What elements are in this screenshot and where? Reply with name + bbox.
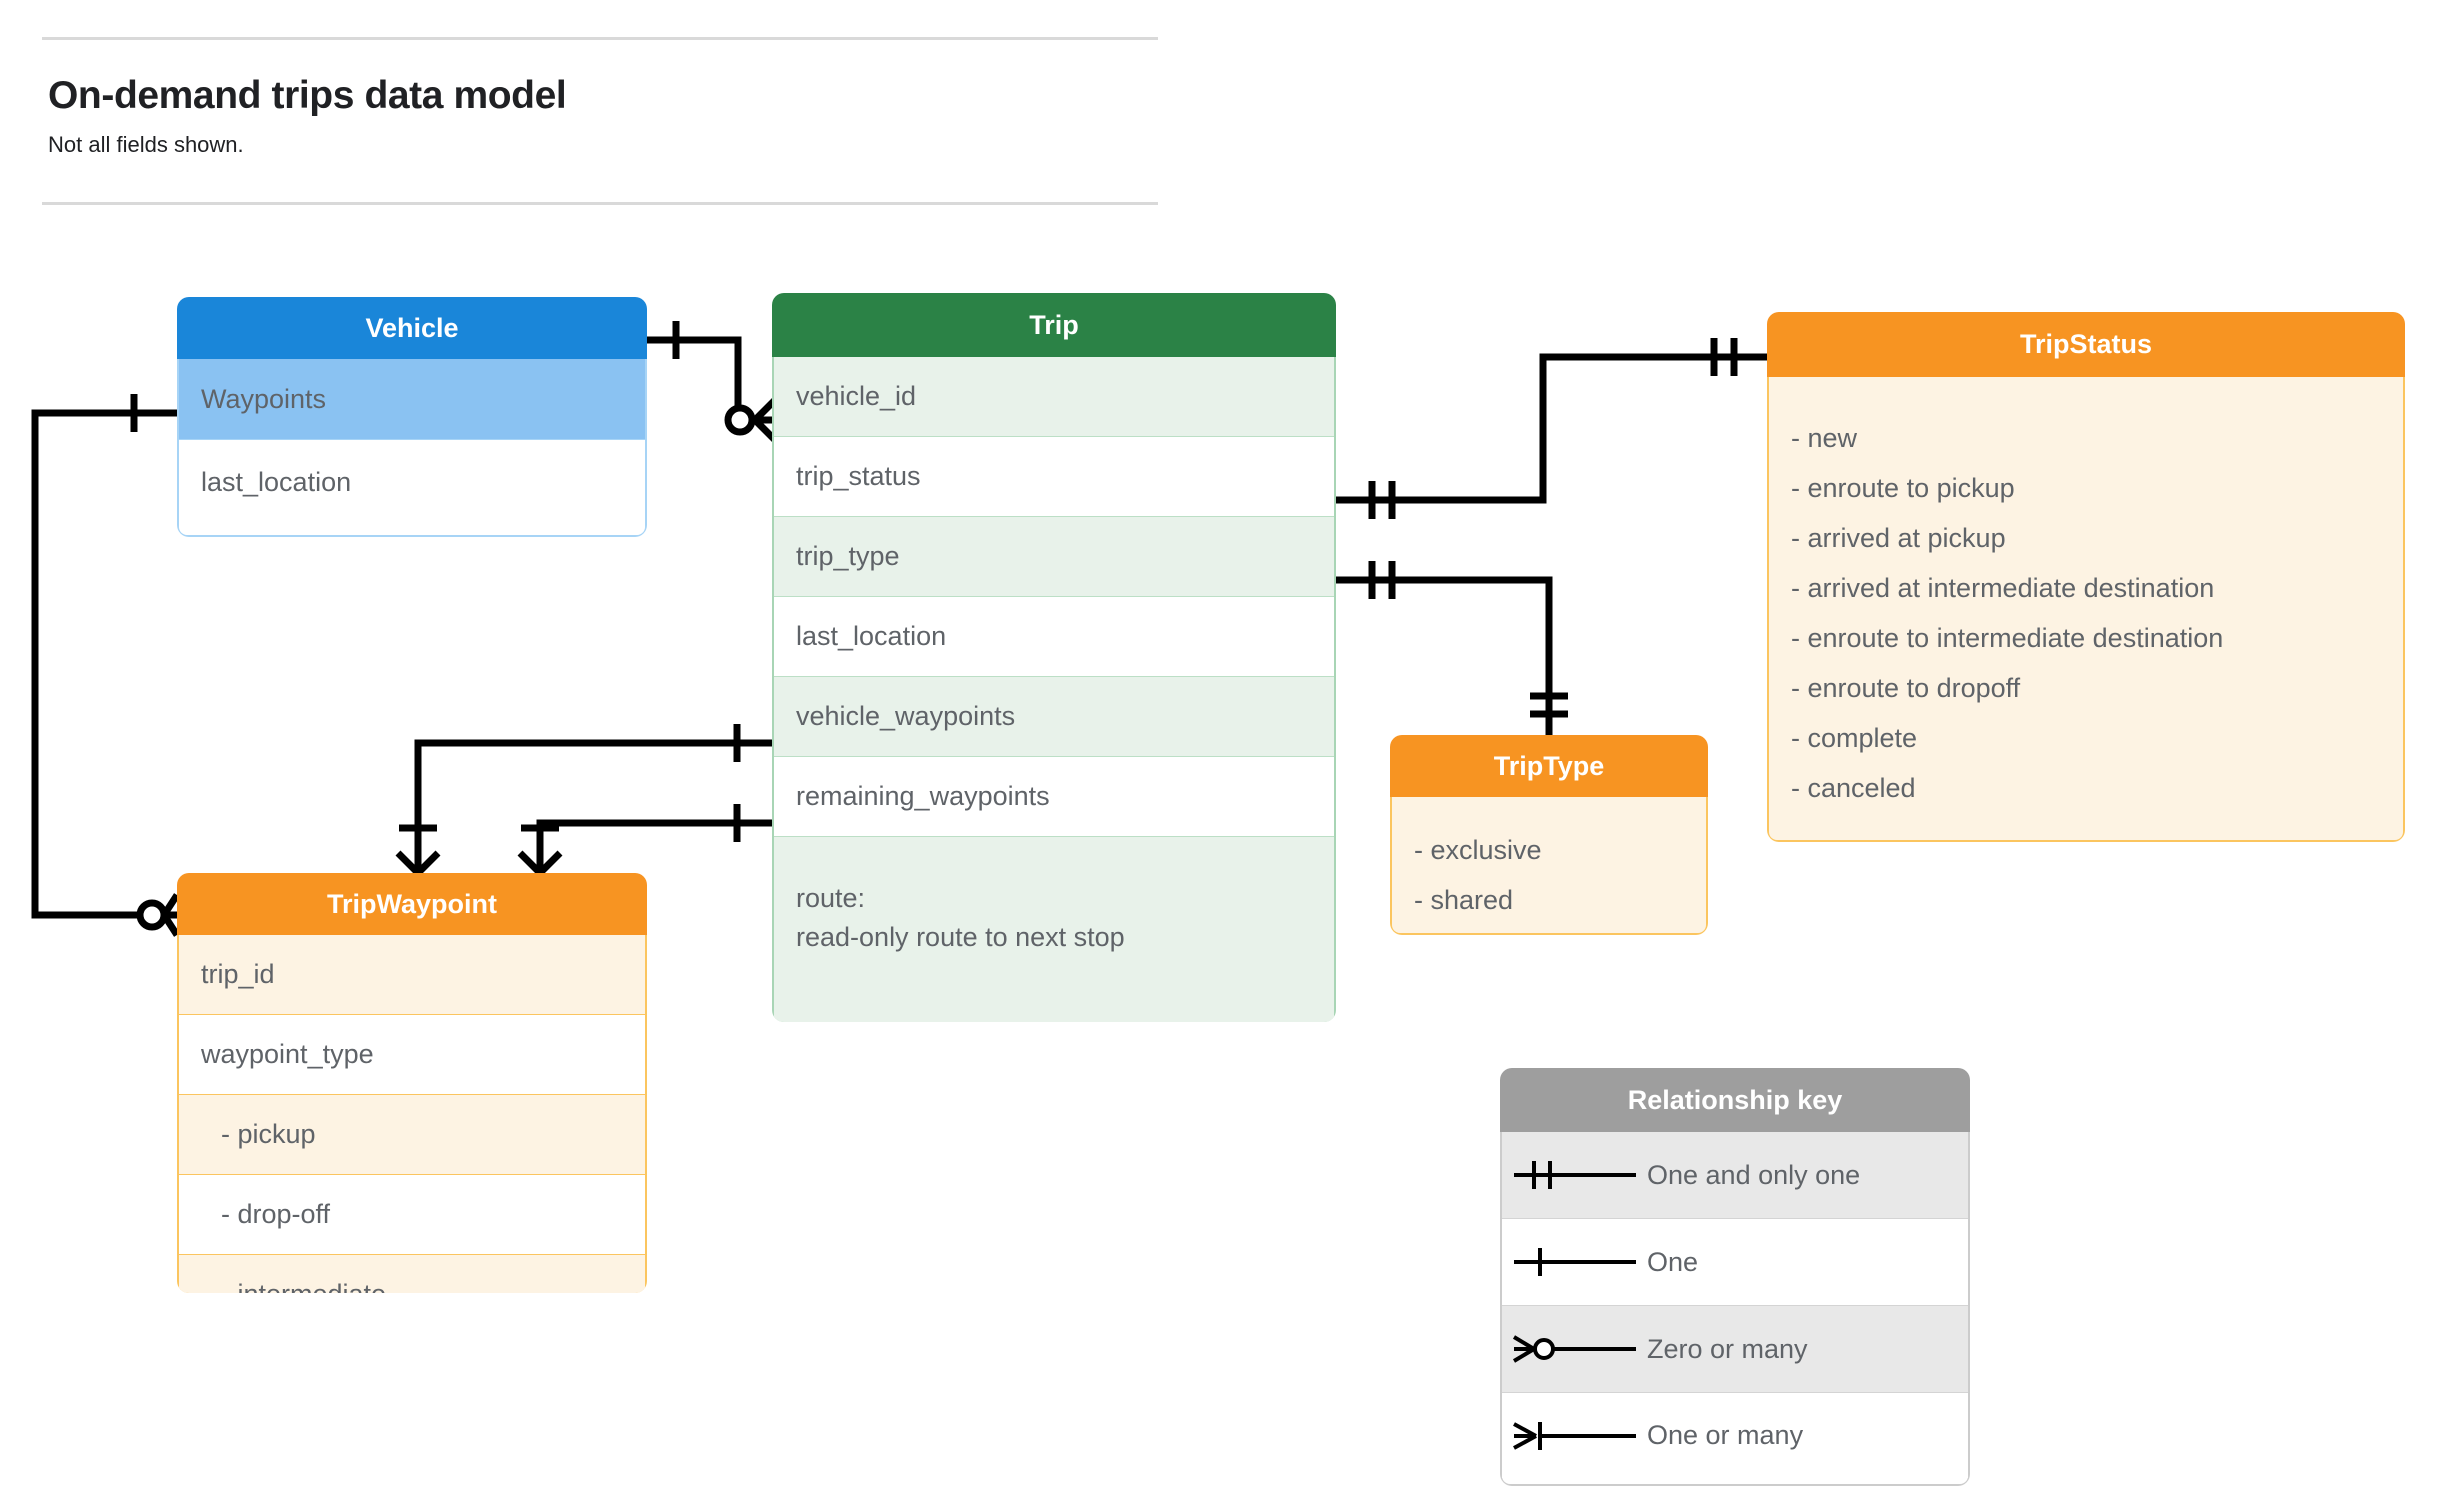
one-or-many-icon [1502, 1416, 1647, 1456]
conn-vehicle-waypoints-tripwaypoint [31, 409, 177, 919]
status-item-arrived-at-pickup: - arrived at pickup [1791, 523, 2006, 553]
enum-drop-off[interactable]: - drop-off [179, 1175, 645, 1255]
legend-label-one-or-many: One or many [1647, 1420, 1804, 1450]
legend-row-zero-or-many: Zero or many [1502, 1306, 1968, 1393]
legend-row-one-or-many: One or many [1502, 1393, 1968, 1478]
page-subtitle: Not all fields shown. [48, 132, 244, 157]
conn-vehicle-waypoints-field [414, 739, 772, 862]
field-waypoints[interactable]: Waypoints [179, 359, 645, 439]
legend-label-one-and-only-one: One and only one [1647, 1159, 1861, 1190]
entity-vehicle[interactable]: Vehicle Waypoints last_location [177, 297, 647, 537]
entity-triptype[interactable]: TripType - exclusive - shared [1390, 735, 1708, 935]
status-item-enroute-to-pickup: - enroute to pickup [1791, 473, 2015, 503]
field-trip-type[interactable]: trip_type [774, 517, 1334, 597]
entity-vehicle-title: Vehicle [177, 297, 647, 359]
status-item-canceled: - canceled [1791, 773, 1916, 803]
entity-tripwaypoint-title: TripWaypoint [177, 873, 647, 935]
field-route-description: read-only route to next stop [796, 922, 1125, 953]
status-item-complete: - complete [1791, 723, 1918, 753]
entity-tripstatus[interactable]: TripStatus - new - enroute to pickup - a… [1767, 312, 2405, 842]
legend-label-zero-or-many: Zero or many [1647, 1333, 1808, 1364]
field-vehicle-waypoints[interactable]: vehicle_waypoints [774, 677, 1334, 757]
entity-trip[interactable]: Trip vehicle_id trip_status trip_type la… [772, 293, 1336, 1022]
status-item-arrived-at-intermediate-destination: - arrived at intermediate destination [1791, 573, 2215, 603]
entity-trip-body: vehicle_id trip_status trip_type last_lo… [772, 357, 1336, 1022]
field-trip-last-location[interactable]: last_location [774, 597, 1334, 677]
field-trip-status[interactable]: trip_status [774, 437, 1334, 517]
conn-tripstatus [1336, 353, 1767, 504]
header-divider-bottom [42, 202, 1158, 205]
status-item-enroute-to-intermediate-destination: - enroute to intermediate destination [1791, 623, 2224, 653]
legend-label-one: One [1647, 1246, 1699, 1277]
field-last-location[interactable]: last_location [179, 439, 645, 525]
field-waypoint-type[interactable]: waypoint_type [179, 1015, 645, 1095]
enum-intermediate[interactable]: - intermediate [179, 1255, 645, 1293]
conn-triptype [1336, 576, 1553, 735]
entity-tripwaypoint[interactable]: TripWaypoint trip_id waypoint_type - pic… [177, 873, 647, 1293]
zero-or-many-icon [1502, 1329, 1647, 1369]
triptype-item-exclusive: - exclusive [1414, 835, 1542, 865]
relationship-key-legend: Relationship key One and only one One [1500, 1068, 1970, 1486]
conn-vehicle-trip [647, 336, 772, 424]
entity-vehicle-body: Waypoints last_location [177, 359, 647, 537]
one-and-only-one-icon [1502, 1155, 1647, 1195]
entity-tripstatus-body: - new - enroute to pickup - arrived at p… [1767, 377, 2405, 842]
entity-tripstatus-title: TripStatus [1767, 312, 2405, 377]
entity-trip-title: Trip [772, 293, 1336, 357]
legend-body: One and only one One Zero or many [1500, 1132, 1970, 1486]
entity-triptype-title: TripType [1390, 735, 1708, 797]
page-title: On-demand trips data model [48, 74, 567, 117]
status-item-enroute-to-dropoff: - enroute to dropoff [1791, 673, 2021, 703]
field-route-label: route: [796, 883, 866, 913]
field-trip-id[interactable]: trip_id [179, 935, 645, 1015]
field-route[interactable]: route: read-only route to next stop [774, 837, 1334, 1022]
entity-triptype-body: - exclusive - shared [1390, 797, 1708, 935]
field-remaining-waypoints[interactable]: remaining_waypoints [774, 757, 1334, 837]
enum-pickup[interactable]: - pickup [179, 1095, 645, 1175]
legend-row-one-and-only-one: One and only one [1502, 1132, 1968, 1219]
legend-row-one: One [1502, 1219, 1968, 1306]
field-vehicle-id[interactable]: vehicle_id [774, 357, 1334, 437]
status-item-new: - new [1791, 423, 1858, 453]
entity-tripwaypoint-body: trip_id waypoint_type - pickup - drop-of… [177, 935, 647, 1293]
header-divider-top [42, 37, 1158, 40]
conn-remaining-waypoints-field [536, 819, 772, 862]
one-icon [1502, 1242, 1647, 1282]
triptype-item-shared: - shared [1414, 885, 1514, 915]
legend-title: Relationship key [1500, 1068, 1970, 1132]
